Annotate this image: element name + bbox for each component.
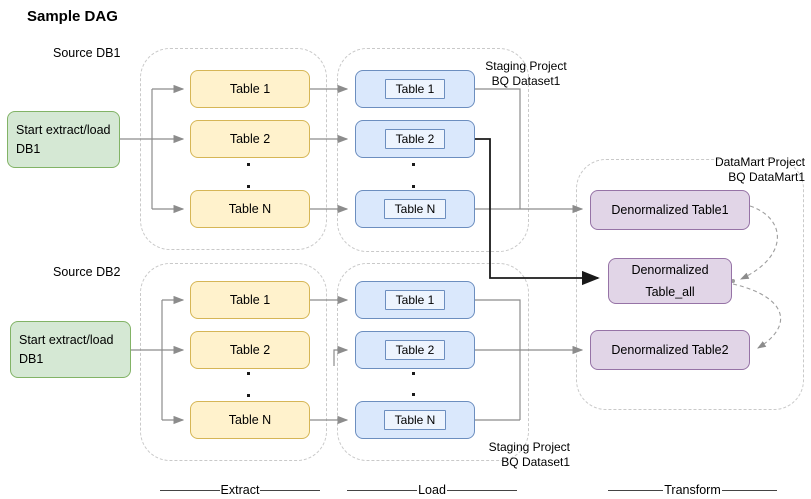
stage-rule xyxy=(347,489,418,491)
staging-db2-container xyxy=(337,263,529,461)
diagram-title: Sample DAG xyxy=(27,8,118,25)
table-label: Table 1 xyxy=(229,82,271,96)
table-label: Denormalized Table2 xyxy=(611,343,729,357)
stage-rule xyxy=(721,489,777,491)
datamart-label: DataMart Project BQ DataMart1 xyxy=(660,155,805,185)
start-db2-line1: Start extract/load xyxy=(19,332,114,347)
load-db1-table-n: Table N xyxy=(355,190,475,228)
ellipsis-dots xyxy=(247,163,250,166)
table-label: Table N xyxy=(383,199,447,219)
table-label: Table 2 xyxy=(229,343,271,357)
extract-db1-table-1: Table 1 xyxy=(190,70,310,108)
stage-rule xyxy=(160,489,220,491)
ellipsis-dots xyxy=(247,394,250,397)
table-label: Table 2 xyxy=(384,340,446,360)
staging-db2-label-line1: Staging Project xyxy=(488,440,570,454)
table-label: Table 1 xyxy=(384,79,446,99)
stage-text: Load xyxy=(418,483,446,497)
extract-db1-table-2: Table 2 xyxy=(190,120,310,158)
table-label: Table N xyxy=(383,410,447,430)
source-db2-label: Source DB2 xyxy=(53,265,121,279)
staging-db1-label: Staging Project BQ Dataset1 xyxy=(466,59,586,89)
table-label: Table 2 xyxy=(229,132,271,146)
load-db1-table-1: Table 1 xyxy=(355,70,475,108)
table-label: Table 1 xyxy=(229,293,271,307)
extract-db2-table-2: Table 2 xyxy=(190,331,310,369)
table-label: Table 2 xyxy=(384,129,446,149)
datamart-label-line2: BQ DataMart1 xyxy=(728,170,805,184)
ellipsis-dots xyxy=(247,372,250,375)
start-db1-line1: Start extract/load xyxy=(16,122,111,137)
start-extract-db1-node: Start extract/load DB1 xyxy=(7,111,120,168)
staging-db1-container xyxy=(337,48,529,252)
datamart-label-line1: DataMart Project xyxy=(714,155,805,169)
start-db1-line2: DB1 xyxy=(16,141,41,156)
table-label: Table N xyxy=(228,413,272,427)
stage-text: Transform xyxy=(664,483,721,497)
extract-db2-table-1: Table 1 xyxy=(190,281,310,319)
staging-db1-label-line1: Staging Project xyxy=(485,59,567,73)
extract-db2-container xyxy=(140,263,327,461)
stage-label-load: Load xyxy=(347,483,517,497)
ellipsis-dots xyxy=(247,185,250,188)
ellipsis-dots xyxy=(412,185,415,188)
ellipsis-dots xyxy=(412,372,415,375)
stage-text: Extract xyxy=(220,483,260,497)
load-db2-table-n: Table N xyxy=(355,401,475,439)
denormalized-table2-node: Denormalized Table2 xyxy=(590,330,750,370)
source-db1-label: Source DB1 xyxy=(53,46,121,60)
stage-rule xyxy=(260,489,320,491)
staging-db2-label-line2: BQ Dataset1 xyxy=(501,455,570,469)
table-label: Denormalized Table1 xyxy=(611,203,729,217)
ellipsis-dots xyxy=(412,163,415,166)
table-all-line1: Denormalized xyxy=(631,263,709,277)
staging-db2-label: Staging Project BQ Dataset1 xyxy=(450,440,570,470)
extract-db2-table-n: Table N xyxy=(190,401,310,439)
extract-db1-container xyxy=(140,48,327,250)
load-db2-table-1: Table 1 xyxy=(355,281,475,319)
denormalized-table-all-node: Denormalized Table_all xyxy=(608,258,732,304)
extract-db1-table-n: Table N xyxy=(190,190,310,228)
table-label: Table 1 xyxy=(384,290,446,310)
stage-rule xyxy=(608,489,664,491)
denormalized-table1-node: Denormalized Table1 xyxy=(590,190,750,230)
start-db2-line2: DB1 xyxy=(19,351,44,366)
table-label: Table N xyxy=(228,202,272,216)
ellipsis-dots xyxy=(412,393,415,396)
stage-label-extract: Extract xyxy=(160,483,320,497)
table-all-line2: Table_all xyxy=(645,285,695,299)
start-extract-db2-node: Start extract/load DB1 xyxy=(10,321,131,378)
stage-label-transform: Transform xyxy=(608,483,777,497)
load-db2-table-2: Table 2 xyxy=(355,331,475,369)
load-db1-table-2: Table 2 xyxy=(355,120,475,158)
datamart-container xyxy=(576,159,804,410)
stage-rule xyxy=(446,489,517,491)
staging-db1-label-line2: BQ Dataset1 xyxy=(491,74,561,88)
